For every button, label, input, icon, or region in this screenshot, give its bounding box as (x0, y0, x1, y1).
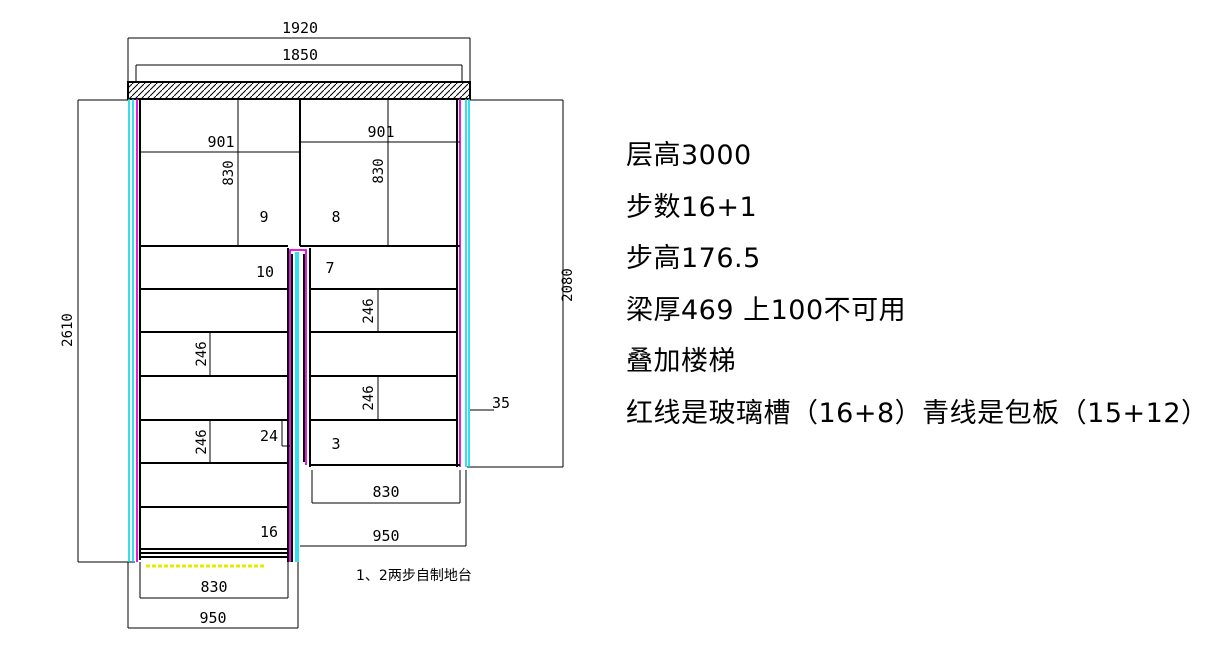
tread-dimension-ticks (209, 289, 379, 463)
dimension-left-height-label: 2610 (60, 313, 76, 347)
platform-annotation: 1、2两步自制地台 (356, 568, 472, 584)
dimension-offset-35-label: 35 (492, 394, 510, 412)
step-7-label: 7 (325, 259, 334, 277)
note-step-count: 步数16+1 (626, 191, 758, 223)
dimension-right-flight-total-label: 950 (372, 527, 399, 545)
step-24-label: 24 (260, 427, 278, 445)
step-3-label: 3 (331, 435, 340, 453)
step-16-label: 16 (260, 523, 278, 541)
landing-left-width-label: 901 (207, 133, 234, 151)
landing-dimension-lines (140, 99, 460, 246)
dimension-left-flight-total-label: 950 (199, 609, 226, 627)
stair-outline (139, 99, 458, 562)
tread-left-upper-label: 246 (194, 341, 210, 366)
dimension-left-flight (127, 562, 299, 629)
dimension-inner-width-label: 1850 (282, 46, 318, 64)
dimension-overall-width-label: 1920 (282, 19, 318, 37)
note-stacked-stairs: 叠加楼梯 (626, 346, 736, 377)
tread-left-lower-label: 246 (194, 429, 210, 454)
dimension-inner-width (135, 64, 463, 82)
tread-right-upper-label: 246 (361, 298, 377, 323)
dimension-left-flight-width-label: 830 (200, 578, 227, 596)
beam-hatched (127, 81, 471, 100)
left-flight-treads (140, 245, 288, 558)
note-line-legend: 红线是玻璃槽（16+8）青线是包板（15+12） (626, 397, 1209, 429)
step-9-label: 9 (259, 208, 268, 226)
dimension-right-flight (300, 470, 467, 547)
dimension-right-height (467, 99, 564, 468)
step-10-label: 10 (256, 263, 274, 281)
dimension-left-height (77, 99, 135, 563)
stair-plan-drawing: 1920 1850 2610 2080 (60, 19, 576, 629)
tread-right-lower-label: 246 (361, 385, 377, 410)
landing-right-width-label: 901 (367, 123, 394, 141)
glass-groove-lines (136, 99, 461, 562)
right-flight-treads (300, 245, 460, 466)
landing-left-depth-label: 830 (221, 160, 237, 185)
landing-right-depth-label: 830 (371, 158, 387, 183)
step-8-label: 8 (331, 208, 340, 226)
note-beam-thickness: 梁厚469 上100不可用 (626, 294, 907, 326)
cladding-lines (128, 99, 470, 562)
dimension-right-height-label: 2080 (560, 268, 576, 302)
dimension-right-flight-width-label: 830 (372, 483, 399, 501)
note-step-height: 步高176.5 (626, 243, 761, 274)
notes-panel: 层高3000 步数16+1 步高176.5 梁厚469 上100不可用 叠加楼梯… (626, 130, 1209, 439)
note-floor-height: 层高3000 (626, 140, 752, 171)
